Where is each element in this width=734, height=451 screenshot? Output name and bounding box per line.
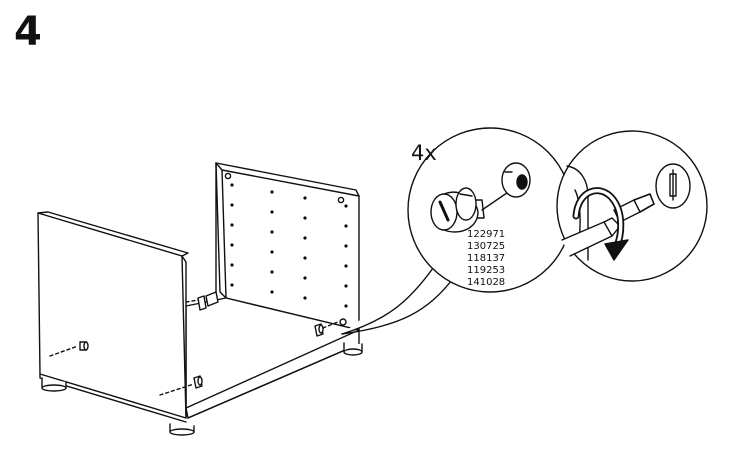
quantity-label: 4x xyxy=(411,141,437,165)
part-number: 119253 xyxy=(467,265,505,276)
part-number: 118137 xyxy=(467,253,505,264)
cam-dowel-icon xyxy=(501,162,531,198)
rotate-clockwise-arrow-icon xyxy=(572,187,629,261)
back-panel-holes xyxy=(230,183,348,308)
part-number: 141028 xyxy=(467,277,505,288)
part-number: 122971 xyxy=(467,229,505,240)
part-number-list: 122971 130725 118137 119253 141028 xyxy=(467,229,505,288)
cam-lock-face-icon xyxy=(655,163,691,209)
step-number: 4 xyxy=(14,9,42,55)
detail-circle-cam-lock: 4x 122971 130725 118137 119253 141028 xyxy=(407,127,573,293)
detail-circle-tighten xyxy=(556,130,708,282)
side-panel-dowels xyxy=(49,291,347,396)
zoom-pointer xyxy=(341,257,441,335)
leveling-feet xyxy=(41,342,363,436)
part-number: 130725 xyxy=(467,241,505,252)
side-panel xyxy=(37,211,189,423)
cabinet-frame xyxy=(37,162,363,436)
cam-lock-fitting-icon xyxy=(430,183,521,233)
